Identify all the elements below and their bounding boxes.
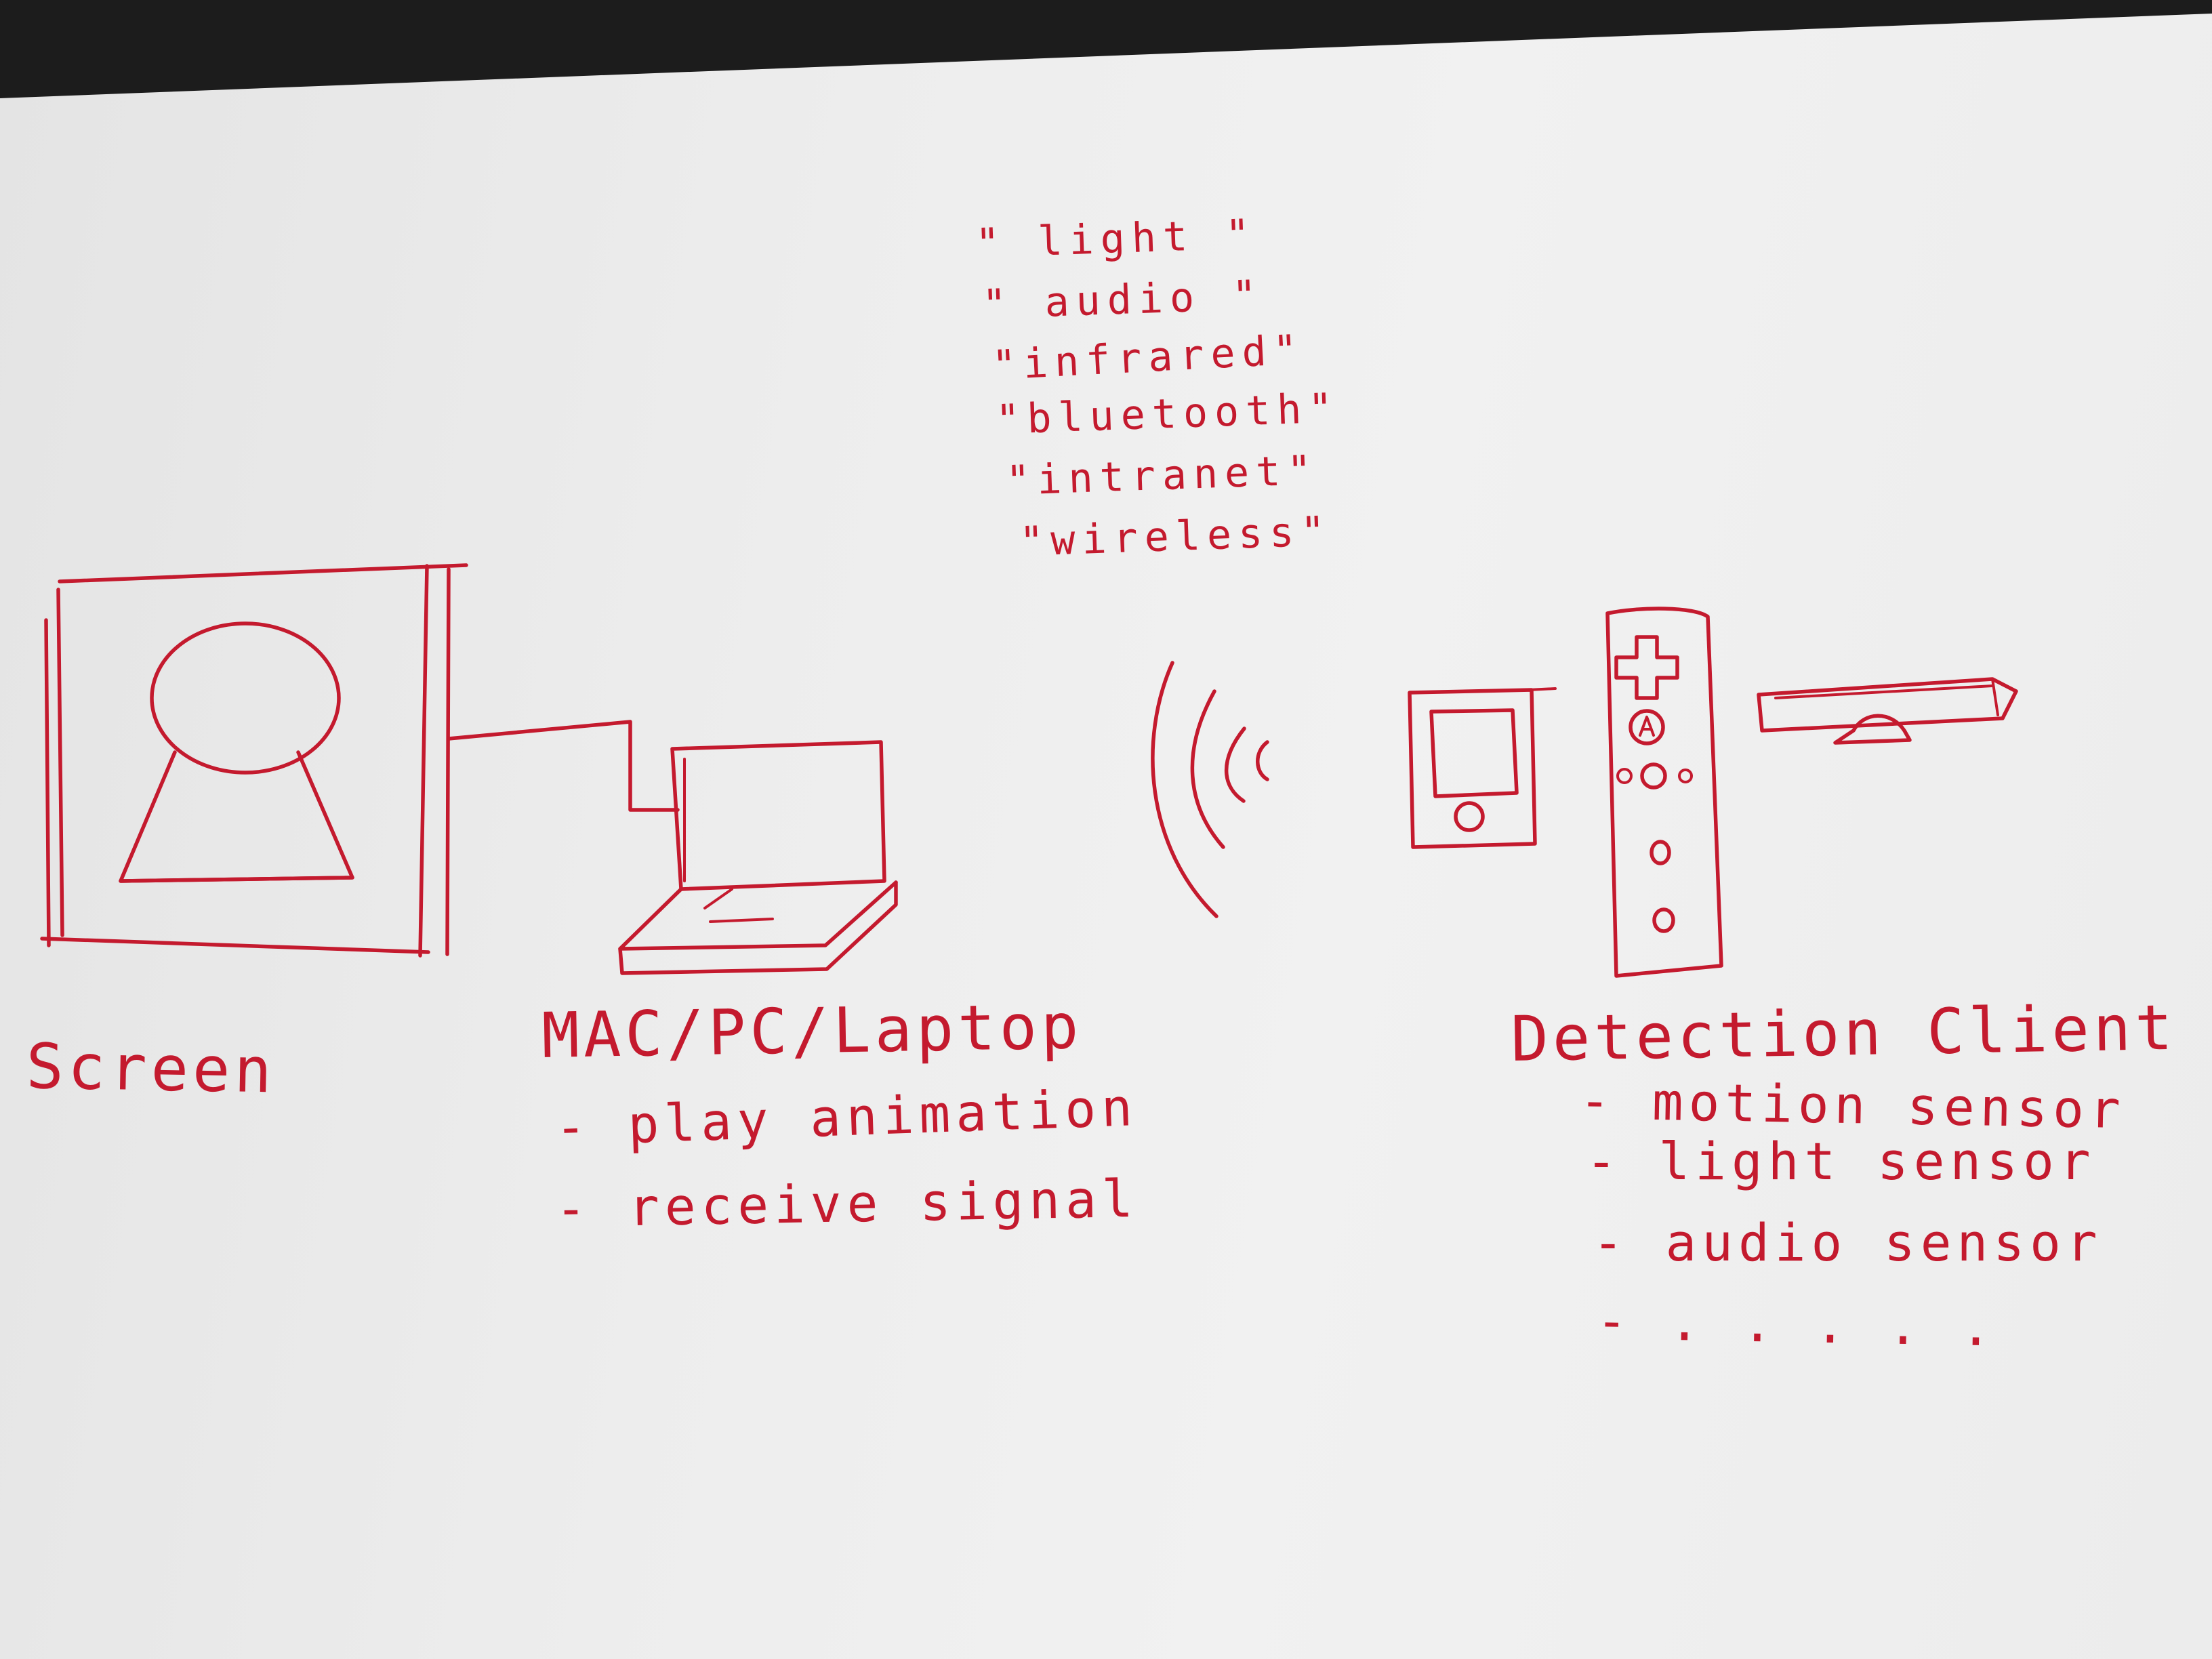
signal-type-light: " light " [975,211,1257,268]
cable-line [447,720,680,812]
signal-type-audio: " audio " [981,272,1264,329]
screen-icon [40,563,468,958]
laptop-icon [618,740,898,975]
computer-task-receive-signal: - receive signal [555,1168,1139,1239]
signal-type-intranet: "intranet" [1005,447,1319,505]
signal-type-infrared: "infrared" [991,326,1305,390]
sensor-item-motion: - motion sensor [1579,1070,2127,1140]
client-label: Detection Client [1511,991,2177,1076]
sensor-item-audio: - audio sensor [1593,1212,2103,1273]
computer-task-play-animation: - play animation [554,1077,1139,1158]
sensor-item-light: - light sensor [1586,1131,2096,1191]
signal-type-wireless: "wireless" [1019,508,1332,566]
sensor-bar-icon [1757,677,2018,745]
client-sensor-list: - motion sensor - light sensor - audio s… [1579,1070,2127,1357]
motion-controller-icon [1605,607,1723,978]
wireless-waves-icon [1151,661,1269,918]
signal-type-bluetooth: "bluetooth" [995,384,1340,444]
computer-task-list: - play animation - receive signal [554,1077,1139,1239]
screen-label: Screen [26,1030,276,1107]
computer-label: MAC/PC/Laptop [541,990,1084,1072]
signal-type-list: " light " " audio " "infrared" "bluetoot… [975,211,1340,566]
sensor-item-more: - . . . . . [1596,1290,1998,1357]
tablet-icon [1408,687,1557,849]
